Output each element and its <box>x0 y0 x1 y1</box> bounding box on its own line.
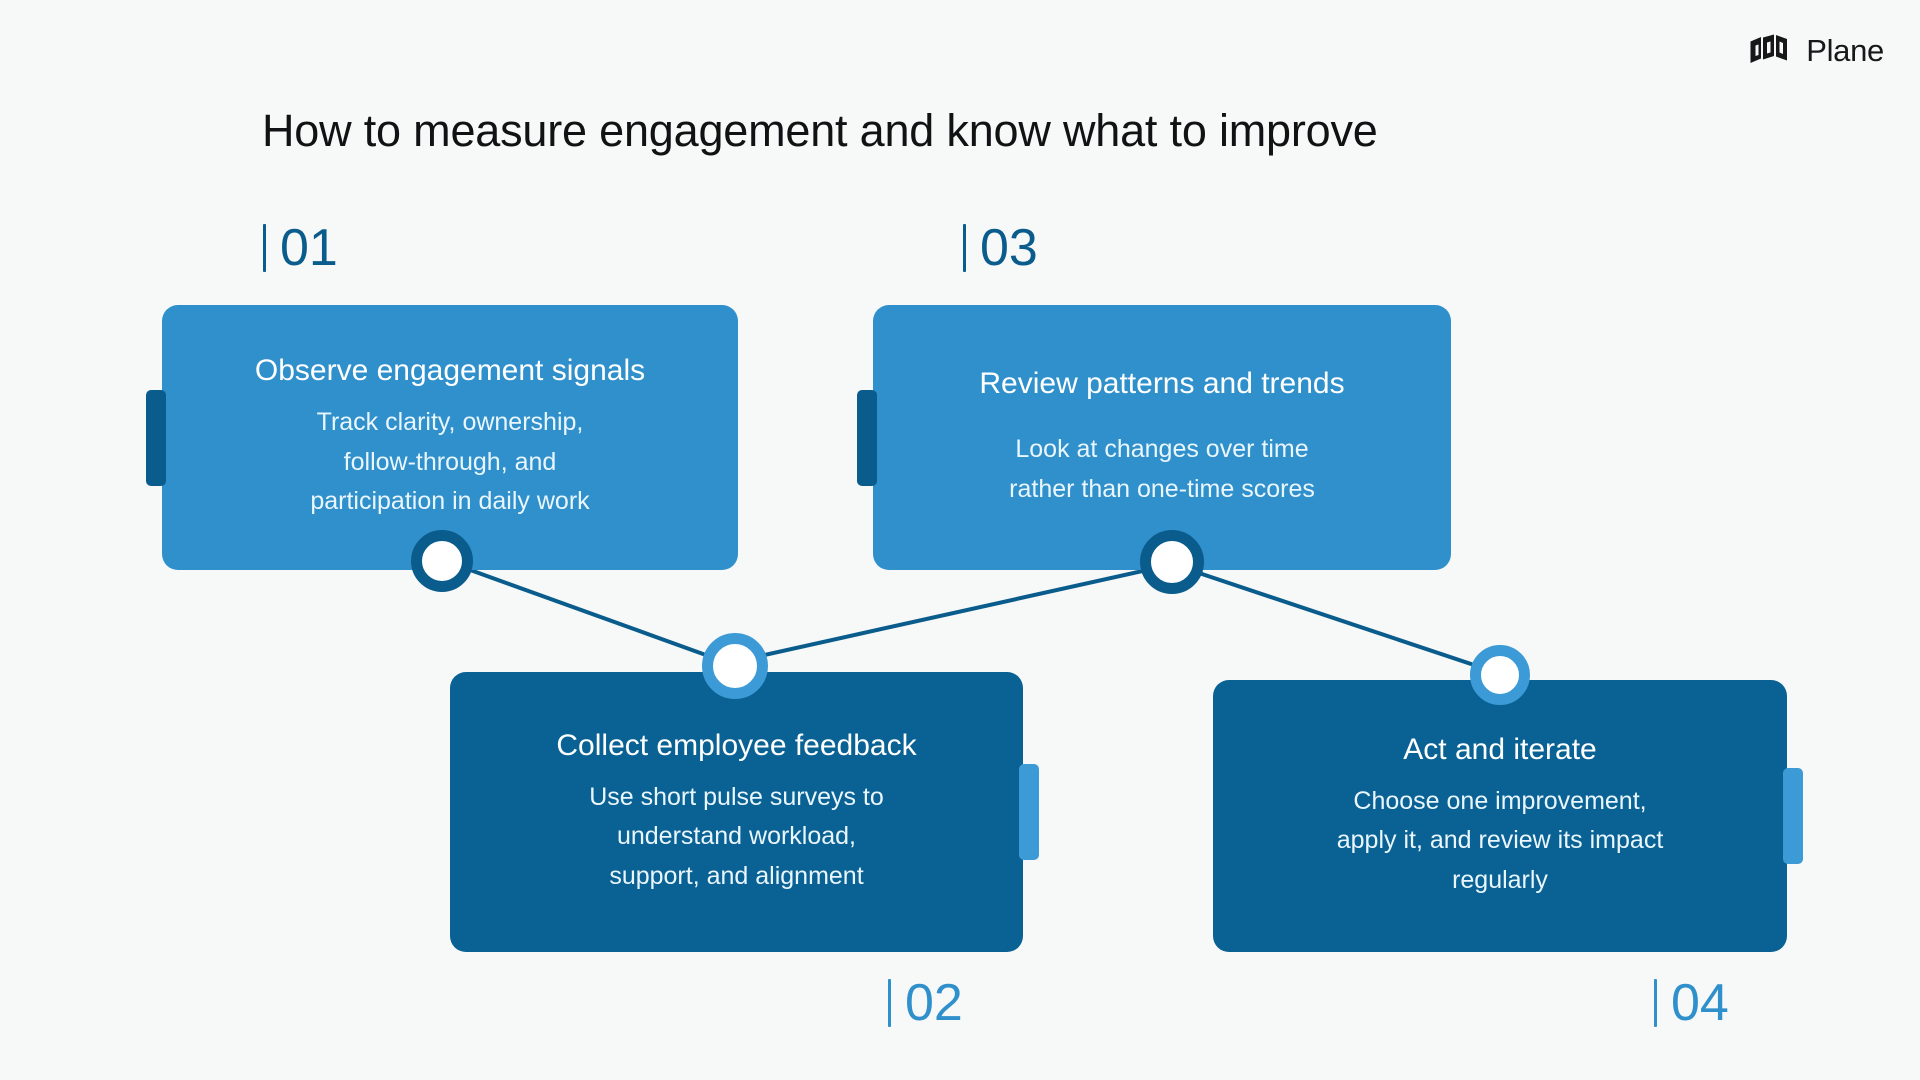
connector-line-2-3 <box>741 566 1157 662</box>
step-number-bar <box>1654 979 1657 1027</box>
connector-line-1-2 <box>461 565 729 665</box>
step-card-title: Observe engagement signals <box>254 354 646 388</box>
step-number-03: 03 <box>963 222 1038 274</box>
step-card-04[interactable]: Act and iterate Choose one improvement, … <box>1213 680 1803 952</box>
step-number-value: 02 <box>905 974 963 1032</box>
connector-node-02[interactable] <box>702 633 768 699</box>
step-card-title: Review patterns and trends <box>979 367 1345 400</box>
step-card-body-line: support, and alignment <box>609 861 864 890</box>
step-card-body-line: Track clarity, ownership, <box>316 408 584 437</box>
brand-name: Plane <box>1806 32 1884 68</box>
step-number-02: 02 <box>888 977 963 1029</box>
step-card-title: Collect employee feedback <box>556 728 917 762</box>
step-number-bar <box>963 224 966 272</box>
step-card-body-line: apply it, and review its impact <box>1336 826 1664 855</box>
step-card-body-line: follow-through, and <box>343 447 557 476</box>
step-card-body-line: understand workload, <box>616 822 857 851</box>
step-card-body: Track clarity, ownership, follow-through… <box>310 403 589 522</box>
step-number-bar <box>888 979 891 1027</box>
step-card-tab <box>1783 768 1803 864</box>
step-card-tab <box>146 389 166 486</box>
step-card-body-line: regularly <box>1452 865 1548 894</box>
brand-logo: Plane <box>1750 34 1884 66</box>
step-card-title: Act and iterate <box>1403 732 1597 766</box>
step-card-tab <box>857 389 877 486</box>
step-card-body-line: Choose one improvement, <box>1353 786 1647 815</box>
step-card-01[interactable]: Observe engagement signals Track clarity… <box>146 305 738 570</box>
connector-node-03[interactable] <box>1140 530 1204 594</box>
step-number-01: 01 <box>263 222 338 274</box>
step-card-02[interactable]: Collect employee feedback Use short puls… <box>450 672 1039 952</box>
page-title: How to measure engagement and know what … <box>262 105 1378 156</box>
step-card-body-line: Use short pulse surveys to <box>589 782 884 811</box>
step-card-body: Choose one improvement, apply it, and re… <box>1337 782 1664 901</box>
connector-node-04[interactable] <box>1470 645 1530 705</box>
step-number-04: 04 <box>1654 977 1729 1029</box>
step-number-value: 03 <box>980 219 1038 277</box>
step-card-body-line: Look at changes over time <box>1015 435 1309 463</box>
step-card-body-line: rather than one-time scores <box>1009 474 1315 503</box>
plane-logo-icon <box>1750 34 1788 63</box>
step-card-body: Use short pulse surveys to understand wo… <box>589 778 884 897</box>
connector-node-01[interactable] <box>411 530 473 592</box>
connector-line-3-4 <box>1189 568 1499 675</box>
step-card-tab <box>1019 764 1039 860</box>
step-number-value: 04 <box>1671 974 1729 1032</box>
step-card-body-line: participation in daily work <box>310 487 590 516</box>
step-card-03[interactable]: Review patterns and trends Look at chang… <box>857 305 1451 570</box>
step-card-body: Look at changes over time rather than on… <box>1009 430 1315 509</box>
step-number-value: 01 <box>280 219 338 277</box>
step-number-bar <box>263 224 266 272</box>
